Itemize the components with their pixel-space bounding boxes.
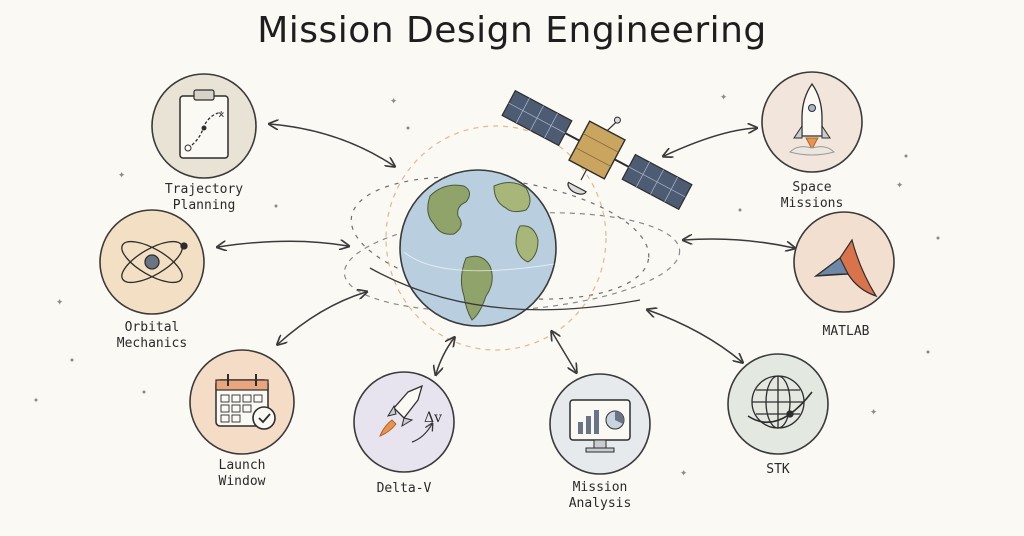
earth-globe — [399, 169, 557, 327]
sparkles: ✦ ✦ ✦ ✦ ✦ ✦ ✦ — [34, 89, 940, 479]
page-title: Mission Design Engineering — [257, 10, 767, 51]
label-space-missions: Space Missions — [780, 180, 844, 211]
node-orbital-mechanics — [99, 209, 205, 315]
sparkle-icon: ✦ — [896, 177, 903, 191]
atom-orbit-icon — [121, 240, 188, 284]
clipboard-trajectory-icon: × — [179, 89, 229, 159]
rocket-delta-v-icon: Δv — [379, 384, 442, 443]
node-space-missions — [761, 71, 863, 173]
matlab-logo-icon — [813, 238, 878, 298]
sparkle-icon: ✦ — [118, 167, 125, 181]
label-delta-v: Delta-V — [376, 481, 432, 496]
sparkle-icon: ✦ — [720, 89, 727, 103]
label-matlab: MATLAB — [822, 324, 870, 339]
sparkle-icon: ✦ — [870, 404, 877, 418]
node-stk — [727, 353, 829, 455]
rocket-launch-icon — [789, 82, 835, 156]
node-trajectory-planning: × — [151, 73, 257, 179]
node-launch-window — [189, 349, 295, 455]
globe-orbit-icon — [747, 375, 813, 429]
svg-text:×: × — [218, 108, 225, 121]
orbit-front-arc — [369, 267, 641, 311]
label-orbital-mechanics: Orbital Mechanics — [116, 320, 188, 351]
label-launch-window: Launch Window — [218, 458, 266, 489]
node-matlab — [793, 211, 895, 313]
sparkle-icon: ✦ — [390, 93, 397, 107]
node-mission-analysis — [549, 373, 651, 475]
label-mission-analysis: Mission Analysis — [568, 480, 632, 511]
delta-v-symbol: Δv — [424, 410, 442, 426]
label-stk: STK — [766, 462, 790, 477]
satellite-icon — [501, 89, 693, 211]
calendar-check-icon — [215, 374, 276, 430]
sparkle-icon: ✦ — [56, 294, 63, 308]
node-delta-v: Δv — [353, 371, 455, 473]
sparkle-icon: ✦ — [680, 465, 687, 479]
monitor-chart-icon — [569, 399, 631, 453]
label-trajectory-planning: Trajectory Planning — [164, 182, 244, 213]
connector-arrows — [218, 124, 794, 374]
